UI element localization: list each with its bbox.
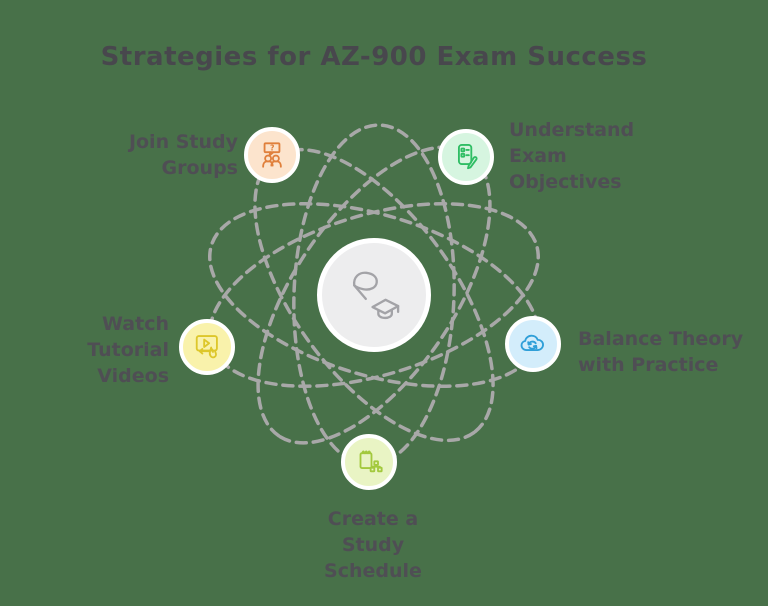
notepad-blocks-icon [359,450,383,473]
diagram-title: Strategies for AZ-900 Exam Success [100,42,648,72]
cloud-sync-icon [520,334,544,351]
node-create-a-study-schedule [341,434,397,490]
node-understand-exam-objectives [438,129,494,185]
node-watch-tutorial-videos [179,319,235,375]
orbit-ellipse [253,147,495,443]
label-balance-theory-with-practice: Balance Theory with Practice [578,328,744,376]
label-watch-tutorial-videos: Watch Tutorial Videos [87,313,169,387]
flag-and-graduation-cap-icon [353,271,400,320]
label-understand-exam-objectives: Understand Exam Objectives [509,119,635,193]
checklist-pencil-icon [457,144,478,170]
label-join-study-groups: Join Study Groups [128,131,238,179]
label-create-a-study-schedule: Create a Study Schedule [324,508,422,582]
video-player-hand-icon [195,335,218,359]
node-balance-theory-with-practice [505,316,561,372]
node-join-study-groups: ? [244,127,300,183]
study-group-discussion-icon: ? [262,142,282,168]
center-node [317,238,431,352]
orbit-ellipse [256,145,492,445]
svg-text:?: ? [270,143,275,152]
